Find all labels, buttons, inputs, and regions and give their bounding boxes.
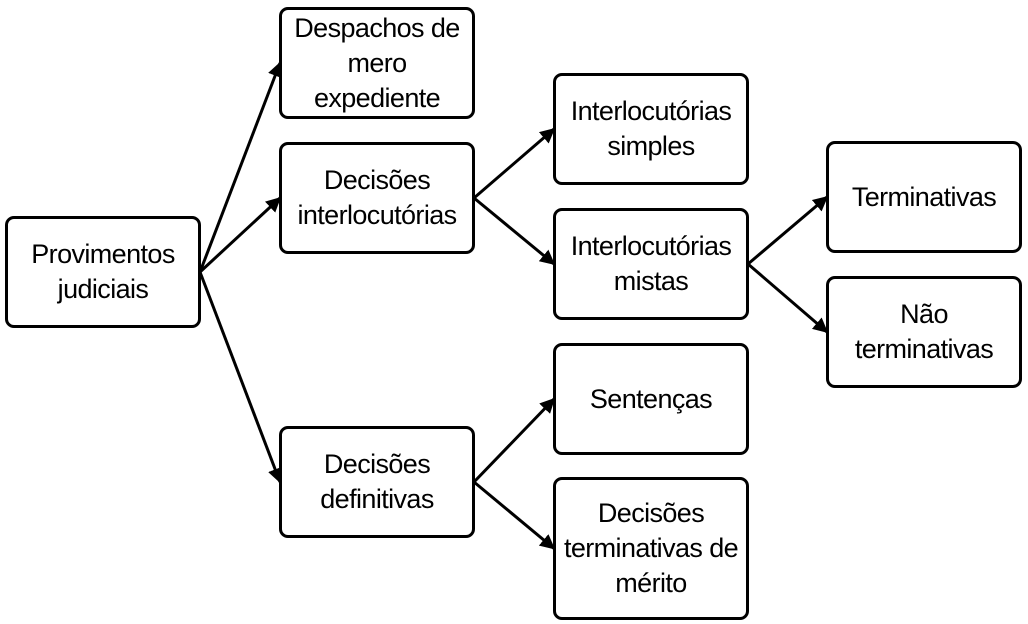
terminativas-node: Terminativas (826, 141, 1022, 253)
despachos-node: Despachos de mero expediente (279, 7, 475, 119)
arrow-decisoes_definitivas-to-sentencas (472, 397, 556, 484)
provimentos-judiciais-node: Provimentos judiciais (5, 216, 201, 328)
decisoes-definitivas-node: Decisões definitivas (279, 426, 475, 538)
arrow-provimentos-to-decisoes_interlocutorias (198, 196, 282, 274)
arrow-decisoes_interlocutorias-to-interlocutorias_mistas (473, 196, 556, 266)
node-label: Despachos de mero expediente (294, 12, 460, 113)
arrow-decisoes_interlocutorias-to-interlocutorias_simples (473, 127, 556, 200)
arrow-provimentos-to-decisoes_definitivas (198, 271, 283, 484)
node-label: Decisões interlocutórias (297, 165, 457, 230)
node-label: Interlocutórias mistas (570, 231, 732, 296)
node-label: Decisões terminativas de mérito (563, 498, 739, 598)
nao-terminativas-node: Não terminativas (826, 276, 1022, 388)
decisoes-interlocutorias-node: Decisões interlocutórias (279, 142, 475, 254)
interlocutorias-mistas-node: Interlocutórias mistas (553, 208, 749, 320)
node-label: Terminativas (851, 181, 997, 212)
sentencas-node: Sentenças (553, 343, 749, 455)
node-label: Provimentos judiciais (31, 239, 175, 304)
node-label: Sentenças (589, 383, 713, 414)
arrow-interlocutorias_mistas-to-terminativas (747, 195, 829, 266)
arrow-provimentos-to-despachos (198, 61, 283, 273)
decisoes-terminativas-de-merito-node: Decisões terminativas de mérito (553, 477, 749, 620)
arrow-decisoes_definitivas-to-decisoes_terminativas_merito (473, 480, 556, 550)
node-label: Decisões definitivas (320, 449, 434, 514)
node-label: Não terminativas (854, 299, 994, 364)
arrow-interlocutorias_mistas-to-nao_terminativas (747, 262, 829, 334)
node-label: Interlocutórias simples (570, 96, 732, 161)
interlocutorias-simples-node: Interlocutórias simples (553, 73, 749, 185)
